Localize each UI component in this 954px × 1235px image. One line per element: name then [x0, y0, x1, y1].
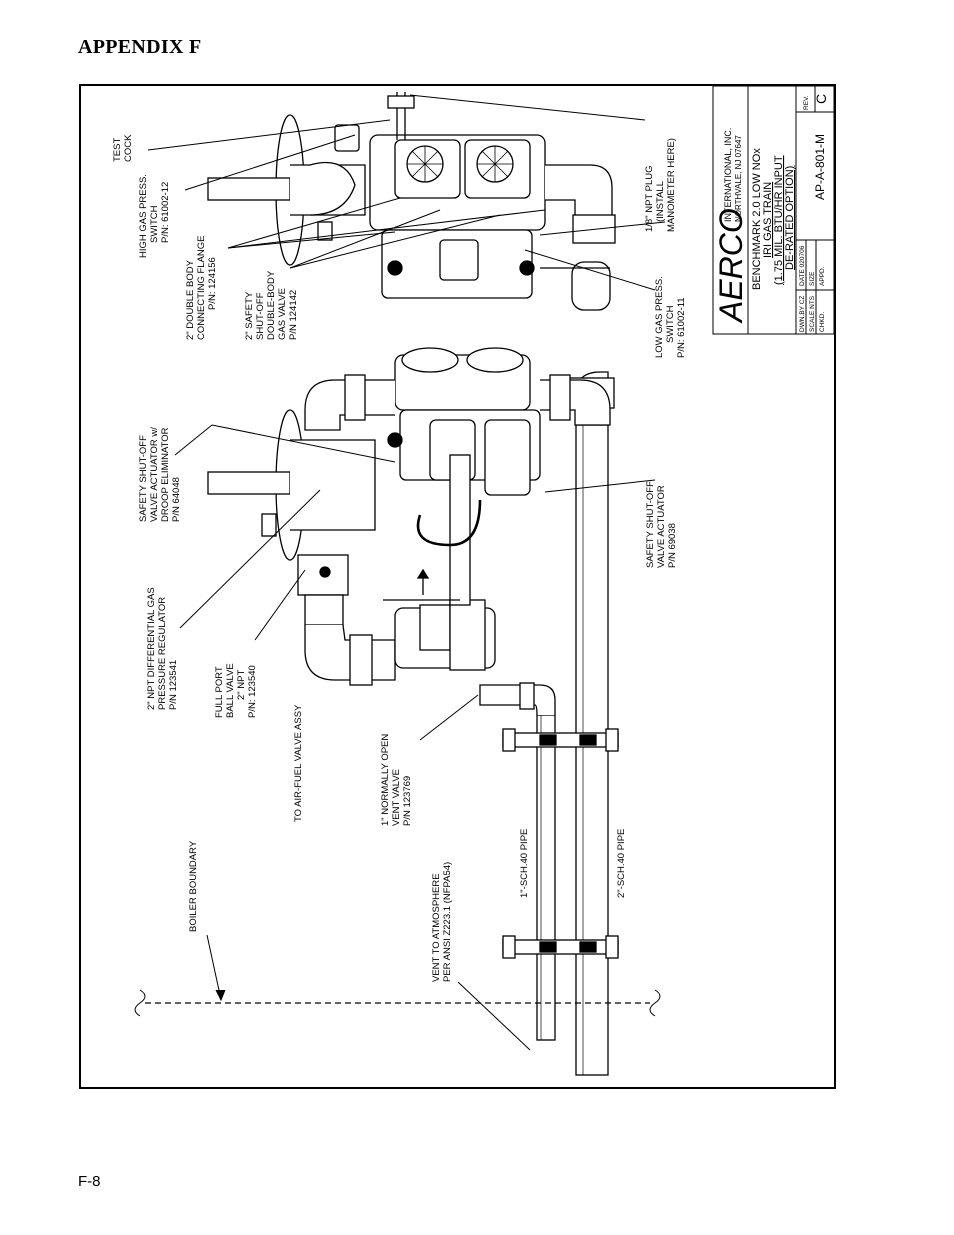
callouts: TEST COCK HIGH GAS PRESS. SWITCH P/N: 61…: [112, 134, 687, 982]
pipe-clamp-lower: [502, 935, 619, 959]
pipe-clamp-upper: [502, 728, 619, 752]
aerco-logo: AERCO: [713, 208, 749, 324]
safety-double-body-valve-label: 2" SAFETY SHUT-OFF DOUBLE-BODY GAS VALVE…: [244, 268, 299, 340]
title-block: AERCO INTERNATIONAL, INC. NORTHVALE, NJ …: [712, 85, 835, 335]
drawing-number: AP-A-801-M: [813, 134, 827, 200]
field-scale: SCALE NTS: [809, 295, 816, 332]
test-cock-label: TEST COCK: [112, 134, 134, 162]
high-gas-switch-label: HIGH GAS PRESS. SWITCH P/N: 61002-12: [138, 171, 171, 258]
regulator-label: 2" NPT DIFFERENTIAL GAS PRESSURE REGULAT…: [146, 585, 179, 710]
pipe-2-label: 2"-SCH.40 PIPE: [616, 829, 627, 898]
pipe-1-label: 1"-SCH.40 PIPE: [519, 829, 530, 898]
vent-valve-label: 1" NORMALLY OPEN VENT VALVE P/N 123769: [380, 731, 413, 826]
page-number: F-8: [78, 1173, 101, 1190]
company-name: INTERNATIONAL, INC.: [723, 128, 733, 222]
piping-assembly: [207, 92, 619, 1076]
description-line-4: DE-RATED OPTION): [784, 166, 796, 270]
field-drawn-by: DWN.BY CZ: [799, 296, 806, 332]
page-title: APPENDIX F: [78, 36, 202, 58]
rev-label: REV.: [803, 95, 810, 110]
air-fuel-label: TO AIR-FUEL VALVE ASSY: [293, 704, 304, 822]
actuator-label: SAFETY SHUT-OFF VALVE ACTUATOR P/N 69038: [645, 478, 678, 568]
double-body-flange-label: 2" DOUBLE BODY CONNECTING FLANGE P/N: 12…: [185, 233, 218, 340]
field-approved: APPD.: [819, 266, 826, 286]
rev-value: C: [813, 94, 829, 104]
description-line-3: (1.75 MIL. BTU/HR INPUT: [773, 155, 785, 285]
boiler-boundary-label: BOILER BOUNDARY: [188, 840, 199, 932]
ball-valve-label: FULL PORT BALL VALVE 2" NPT P/N: 123540: [214, 661, 258, 718]
boiler-boundary-line: [134, 989, 661, 1017]
npt-plug-label: 1/8" NPT PLUG (INSTALL MANOMETER HERE): [644, 138, 677, 232]
description-line-2: IRI GAS TRAIN: [762, 182, 774, 258]
field-size: SIZE: [809, 271, 816, 286]
field-date: DATE 020706: [799, 245, 806, 286]
low-gas-switch-label: LOW GAS PRESS. SWITCH P/N: 61002-11: [654, 274, 687, 358]
vent-atmosphere-label: VENT TO ATMOSPHERE PER ANSI Z223.1 (NFPA…: [431, 862, 453, 982]
leader-lines: [147, 94, 666, 1051]
company-address: NORTHVALE, NJ 07647: [734, 135, 743, 222]
field-checked: CHKD.: [819, 312, 826, 332]
actuator-droop-label: SAFETY SHUT-OFF VALVE ACTUATOR w/ DROOP …: [138, 425, 182, 523]
drawing-border: [79, 84, 836, 1089]
description-line-1: BENCHMARK 2.0 LOW NOx: [751, 148, 763, 290]
